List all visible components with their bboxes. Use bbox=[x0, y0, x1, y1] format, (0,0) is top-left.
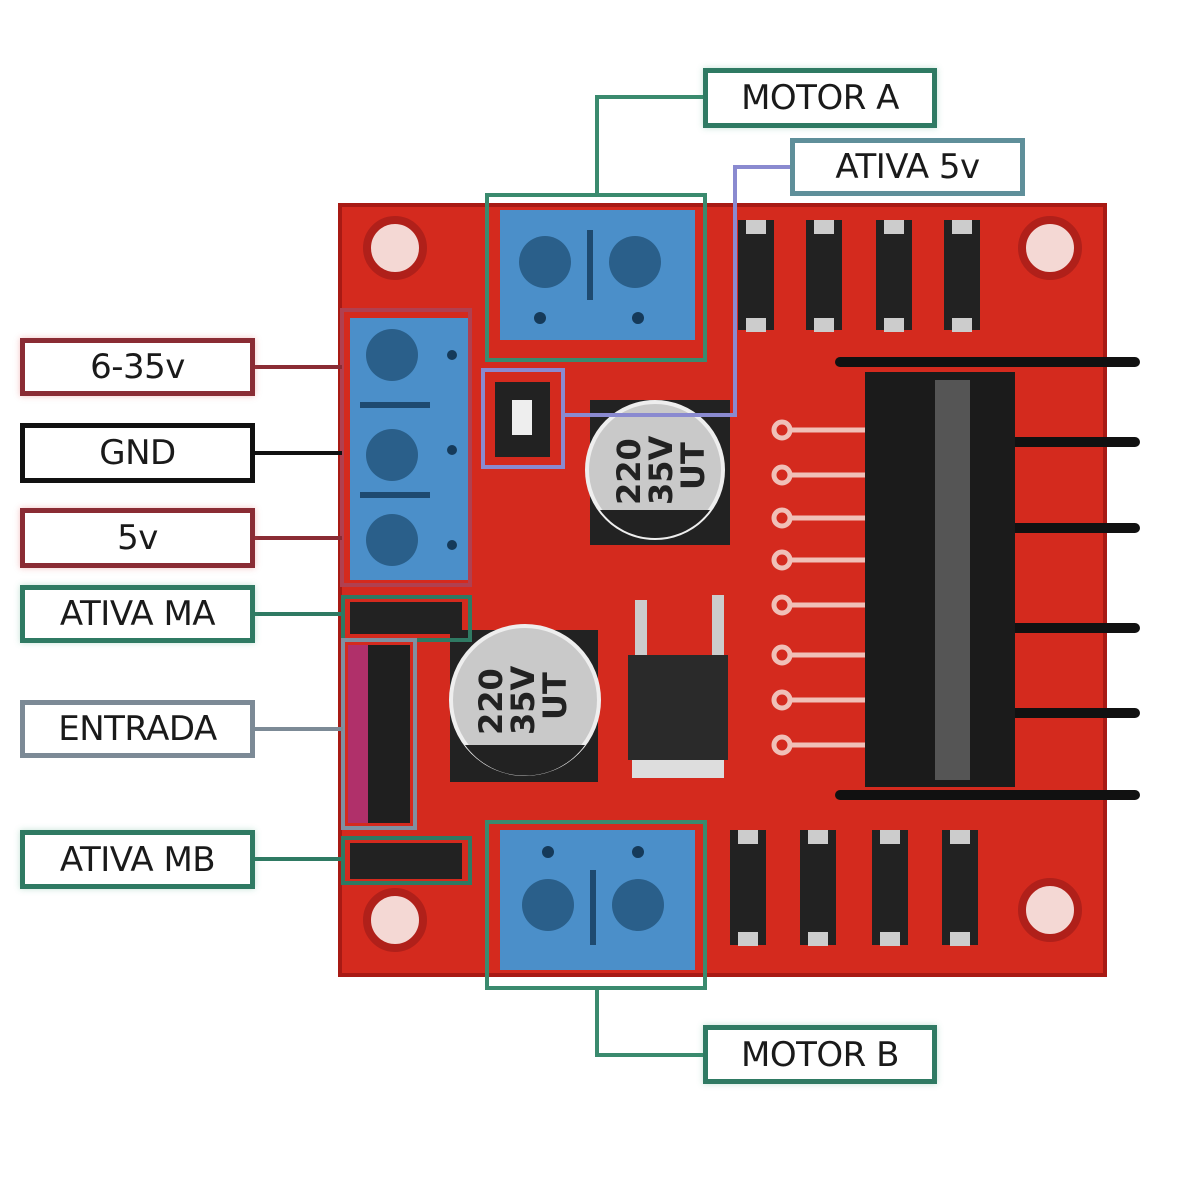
cap-top-text-1: 220 bbox=[610, 438, 648, 505]
label-power-in: 6-35v bbox=[20, 338, 255, 396]
ic-pins bbox=[771, 419, 865, 756]
cap-bottom-text-3: UT bbox=[536, 672, 574, 720]
line-motor-a bbox=[595, 95, 703, 195]
diodes-top bbox=[738, 220, 980, 332]
highlight-jumper-5v bbox=[481, 368, 565, 469]
label-ativa-5v: ATIVA 5v bbox=[790, 138, 1025, 196]
cap-top-text-2: 35V bbox=[642, 435, 680, 505]
capacitor-top bbox=[585, 400, 730, 545]
line-ativa-5v bbox=[563, 165, 790, 417]
diodes-bottom bbox=[730, 830, 978, 946]
label-ativa-ma: ATIVA MA bbox=[20, 585, 255, 643]
label-entrada: ENTRADA bbox=[20, 700, 255, 758]
cap-bottom-text-1: 220 bbox=[472, 668, 510, 735]
jumper-ma bbox=[350, 602, 462, 634]
cap-top-text-3: UT bbox=[674, 442, 712, 490]
voltage-regulator bbox=[628, 595, 728, 778]
capacitor-bottom bbox=[449, 624, 601, 782]
terminal-power bbox=[350, 318, 468, 580]
label-gnd: GND bbox=[20, 423, 255, 483]
cap-bottom-text-2: 35V bbox=[504, 665, 542, 735]
jumper-mb bbox=[350, 843, 462, 879]
label-motor-b: MOTOR B bbox=[703, 1025, 937, 1084]
highlight-power bbox=[340, 308, 472, 587]
label-motor-a: MOTOR A bbox=[703, 68, 937, 128]
line-motor-b bbox=[595, 988, 703, 1057]
highlight-entrada bbox=[341, 638, 417, 830]
terminal-motor-a bbox=[500, 210, 695, 340]
heatsink-pins bbox=[835, 357, 1140, 800]
label-ativa-mb: ATIVA MB bbox=[20, 830, 255, 889]
mounting-holes bbox=[363, 216, 1082, 952]
label-5v: 5v bbox=[20, 508, 255, 568]
terminal-motor-b bbox=[500, 830, 695, 970]
